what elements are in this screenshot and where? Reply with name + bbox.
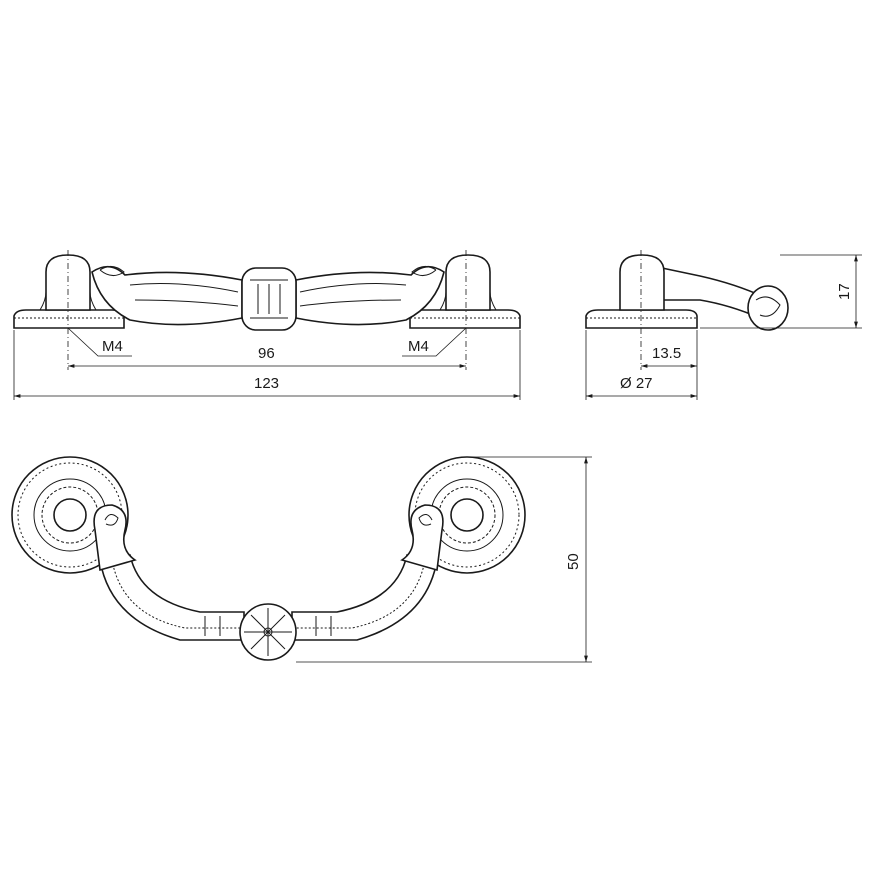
bail-right-arm bbox=[291, 554, 438, 641]
front-view: M4 M4 96 123 bbox=[13, 250, 521, 400]
right-scroll bbox=[400, 504, 444, 572]
side-handle-end bbox=[747, 285, 789, 331]
thread-label-left: M4 bbox=[102, 338, 123, 355]
overall-length-label: 123 bbox=[254, 375, 279, 392]
side-base-plate bbox=[585, 309, 698, 329]
bail-left-arm bbox=[99, 554, 245, 641]
thread-leader-left bbox=[67, 327, 132, 357]
offset-label: 13.5 bbox=[652, 345, 681, 362]
thread-leader-right bbox=[402, 327, 467, 357]
height-label: 17 bbox=[836, 283, 853, 300]
left-base-plate bbox=[13, 309, 125, 329]
top-view: 50 bbox=[11, 456, 592, 663]
side-post bbox=[619, 254, 665, 311]
side-view: 13.5 Ø 27 17 bbox=[585, 250, 862, 400]
left-scroll bbox=[93, 504, 137, 572]
diameter-label: Ø 27 bbox=[620, 375, 653, 392]
right-base-plate bbox=[409, 309, 521, 329]
right-post bbox=[445, 254, 491, 311]
thread-label-right: M4 bbox=[408, 338, 429, 355]
projection-label: 50 bbox=[565, 553, 582, 570]
hole-spacing-label: 96 bbox=[258, 345, 275, 362]
